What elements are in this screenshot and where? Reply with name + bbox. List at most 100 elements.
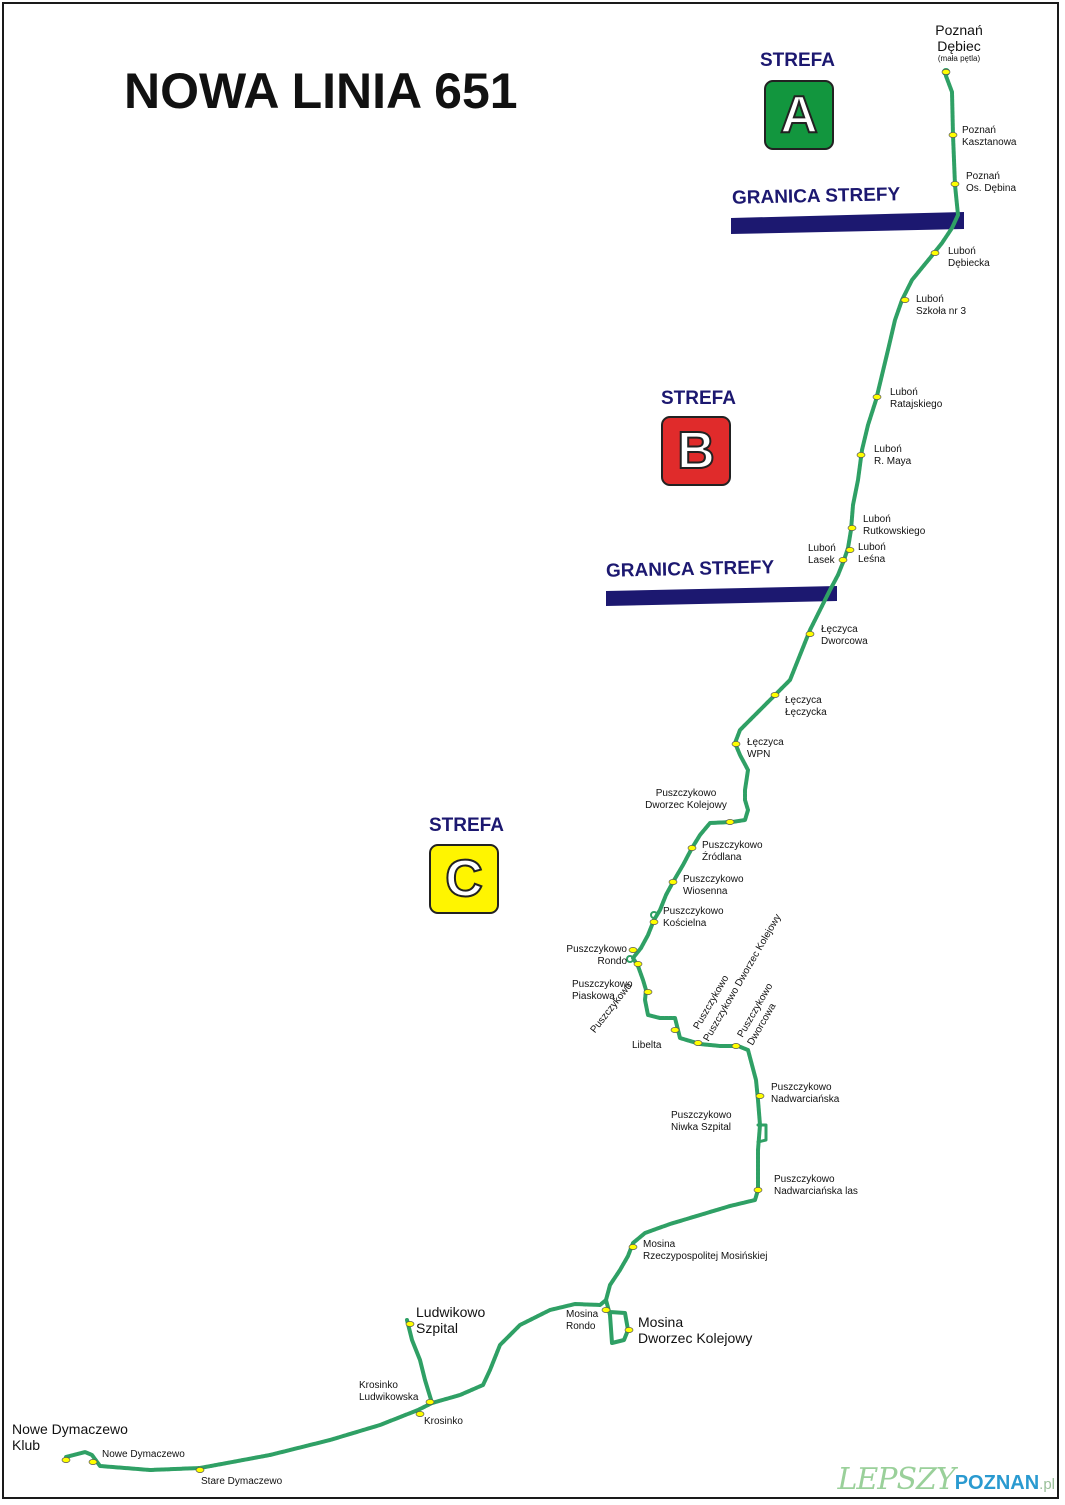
stop-name: Luboń xyxy=(858,542,886,553)
stop-marker xyxy=(649,919,659,925)
stop-marker xyxy=(900,297,910,303)
stop-sub: Os. Dębina xyxy=(966,183,1017,194)
zone-b-label: STREFA xyxy=(661,388,736,409)
stop-marker xyxy=(805,631,815,637)
stop-marker xyxy=(755,1093,765,1099)
stop-marker xyxy=(195,1467,205,1473)
stop-sub: WPN xyxy=(747,749,771,760)
stop-sub: Szpital xyxy=(416,1320,459,1336)
stop-sub: Źródlana xyxy=(702,852,742,863)
stop-name: Luboń xyxy=(916,294,944,305)
zone-c-label: STREFA xyxy=(429,815,504,836)
stop-name: Łęczyca xyxy=(821,624,858,635)
stop-name: Poznań xyxy=(935,22,983,38)
map-title: NOWA LINIA 651 xyxy=(124,63,518,119)
stop-sub: Kasztanowa xyxy=(962,137,1017,148)
stop-sub: Rondo xyxy=(566,1321,596,1332)
stop-sub: Dworzec Kolejowy xyxy=(638,1330,753,1346)
stop-name: Puszczykowo xyxy=(655,788,717,799)
stop-name: Mosina xyxy=(566,1309,599,1320)
stop-marker xyxy=(731,1043,741,1049)
stop-marker xyxy=(88,1459,98,1465)
stop-sub: Dworzec Kolejowy xyxy=(645,800,727,811)
stop-name: Luboń xyxy=(874,444,902,455)
stop-sub: Ludwikowska xyxy=(359,1392,419,1403)
stop-stare-dymaczewo: Stare Dymaczewo xyxy=(201,1476,283,1487)
stop-sub: Kościelna xyxy=(663,918,707,929)
stop-sub: R. Maya xyxy=(874,456,912,467)
stop-name: Poznań xyxy=(966,171,1000,182)
stop-marker xyxy=(670,1027,680,1033)
stop-marker xyxy=(872,394,882,400)
stop-marker xyxy=(668,879,678,885)
stop-markers xyxy=(61,69,960,1473)
stop-marker xyxy=(845,547,855,553)
stop-marker xyxy=(950,181,960,187)
stop-name: Łęczyca xyxy=(785,695,822,706)
stop-marker xyxy=(856,452,866,458)
stop-name: Łęczyca xyxy=(747,737,784,748)
stop-marker xyxy=(633,961,643,967)
logo-part-1: LEPSZY xyxy=(837,1462,955,1497)
stop-marker xyxy=(628,1244,638,1250)
stop-nowe-dymaczewo: Nowe Dymaczewo xyxy=(102,1449,185,1460)
stop-name: Puszczykowo xyxy=(671,1110,732,1121)
stop-marker xyxy=(930,250,940,256)
stop-marker xyxy=(405,1321,415,1327)
stop-name: Mosina xyxy=(643,1239,676,1250)
stop-name: Puszczykowo xyxy=(702,840,763,851)
zone-b-badge: B xyxy=(661,416,731,486)
zone-c-letter: C xyxy=(444,849,484,909)
stop-name: Luboń xyxy=(890,387,918,398)
zone-boundary-label-1: GRANICA STREFY xyxy=(731,184,901,209)
stop-marker xyxy=(643,989,653,995)
stop-name: Krosinko xyxy=(359,1380,398,1391)
stop-name: Puszczykowo xyxy=(774,1174,835,1185)
stop-name: Poznań xyxy=(962,125,996,136)
stop-name: Ludwikowo xyxy=(416,1304,486,1320)
stop-name: Luboń xyxy=(948,246,976,257)
stop-marker xyxy=(624,1327,634,1333)
stop-note: (mała pętla) xyxy=(937,54,981,63)
zone-boundary-label-2: GRANICA STREFY xyxy=(605,557,775,582)
zone-a-label: STREFA xyxy=(760,50,835,71)
stop-sub: Nadwarciańska xyxy=(771,1094,840,1105)
stop-marker xyxy=(61,1457,71,1463)
stop-sub: Szkoła nr 3 xyxy=(916,306,967,317)
stop-sub: Rzeczypospolitej Mosińskiej xyxy=(643,1251,768,1262)
stop-sub: Leśna xyxy=(858,554,886,565)
stop-name: Luboń xyxy=(808,543,836,554)
stop-marker xyxy=(425,1399,435,1405)
stop-marker xyxy=(838,557,848,563)
stop-marker xyxy=(948,132,958,138)
zone-a-badge: A xyxy=(764,80,834,150)
stop-sub: Niwka Szpital xyxy=(671,1122,732,1133)
logo-part-3: .pl xyxy=(1039,1476,1055,1493)
stop-sub: Dworcowa xyxy=(821,636,868,647)
lepszy-poznan-logo: LEPSZYPOZNAN.pl xyxy=(837,1462,1055,1497)
stop-name: Nowe Dymaczewo xyxy=(12,1421,128,1437)
stop-marker xyxy=(753,1187,763,1193)
